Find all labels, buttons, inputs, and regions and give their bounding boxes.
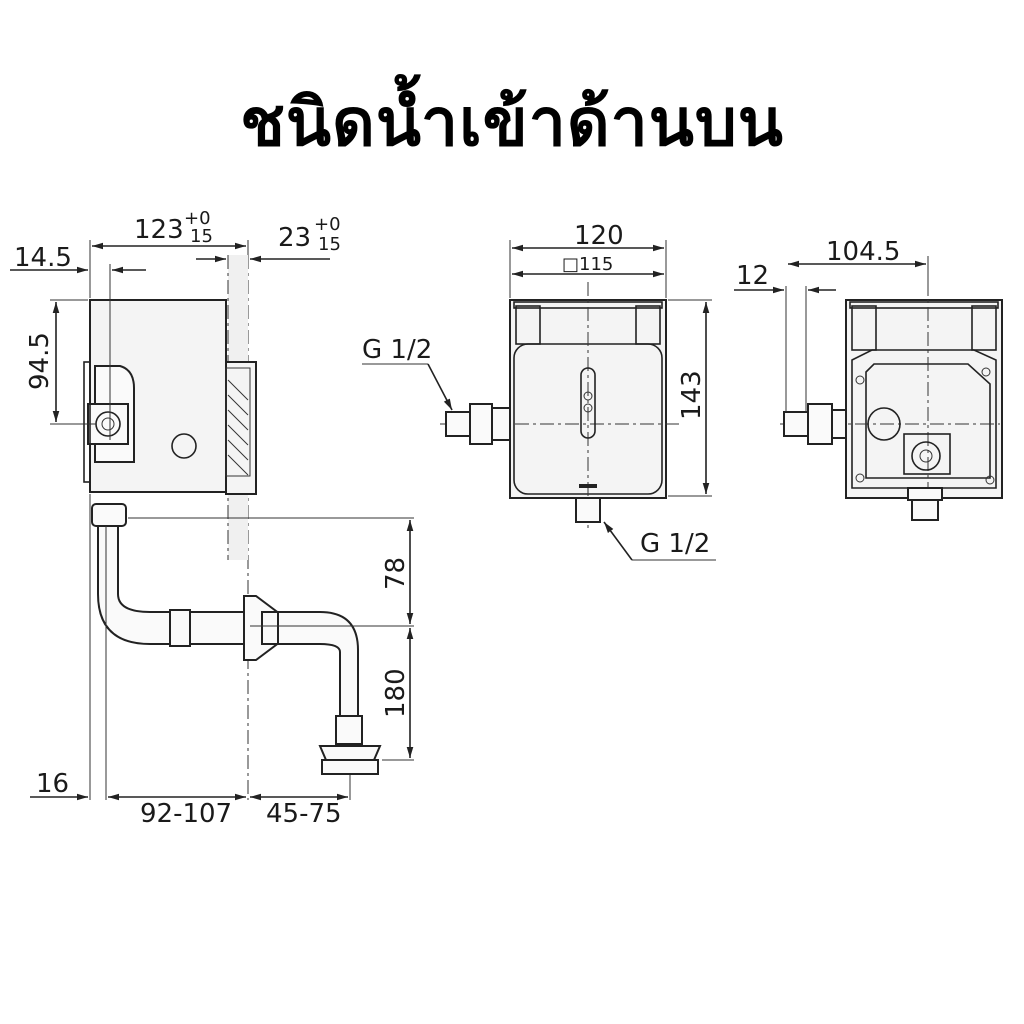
valve-internal (867, 407, 901, 441)
dim-wall-tol-minus: 15 (318, 234, 341, 255)
front-view: 120 □115 143 G 1/2 G 1/2 (362, 221, 716, 561)
dim-offset-left: 14.5 (14, 243, 72, 273)
outlet-thread-label: G 1/2 (640, 529, 710, 559)
dim-depth-range: 92-107 (140, 799, 232, 829)
dim-outlet-range: 45-75 (266, 799, 342, 829)
outlet-fitting-rear (911, 499, 939, 521)
inlet-fitting-rear (783, 411, 809, 437)
dim-width-wall: 23 (278, 223, 311, 253)
solenoid-head (911, 441, 941, 471)
spud-nut (335, 715, 363, 745)
dim-tol-minus: 15 (190, 226, 213, 247)
dim-height-inlet: 94.5 (25, 332, 55, 390)
spud-flange (321, 759, 379, 775)
side-view: 123 +0 15 23 +0 15 14.5 94.5 78 180 (10, 208, 414, 829)
outlet-pipe-lower (277, 611, 359, 717)
solenoid-coil (225, 367, 251, 477)
dim-width-inner: □115 (562, 254, 613, 275)
dim-width-rear: 104.5 (826, 237, 900, 267)
outlet-nut (91, 503, 127, 527)
dim-pipe-dia: 16 (36, 769, 69, 799)
dim-drop-upper: 78 (381, 557, 411, 590)
pipe-union (169, 609, 191, 647)
sensor-window (171, 433, 197, 459)
dim-width-outer: 120 (574, 221, 624, 251)
outlet-fitting (575, 497, 601, 523)
sensor-slot (580, 367, 596, 439)
dim-height: 143 (677, 370, 707, 420)
inlet-fitting (445, 411, 471, 437)
page-title: ชนิดน้ำเข้าด้านบน (240, 84, 784, 161)
dim-width-main: 123 (134, 215, 184, 245)
dim-offset-rear: 12 (736, 261, 769, 291)
valve-body-rear (845, 299, 1003, 499)
rear-view: 104.5 12 (734, 237, 1003, 521)
dim-wall-tol-plus: +0 (314, 214, 341, 235)
dim-tol-plus: +0 (184, 208, 211, 229)
dim-drop-lower: 180 (381, 668, 411, 718)
inlet-thread-label: G 1/2 (362, 335, 432, 365)
